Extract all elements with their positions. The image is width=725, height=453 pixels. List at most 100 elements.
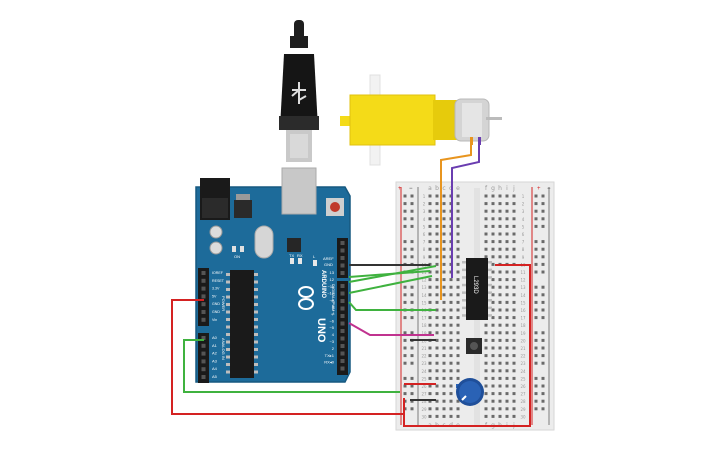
- bb-rail-hole[interactable]: [410, 331, 414, 335]
- bb-hole[interactable]: [512, 414, 516, 418]
- bb-hole[interactable]: [442, 384, 446, 388]
- bb-hole[interactable]: [428, 323, 432, 327]
- bb-hole[interactable]: [498, 384, 502, 388]
- bb-hole[interactable]: [456, 376, 460, 380]
- bb-rail-hole[interactable]: [410, 247, 414, 251]
- bb-hole[interactable]: [428, 354, 432, 358]
- bb-hole[interactable]: [505, 194, 509, 198]
- digital-header-bottom[interactable]: [337, 281, 348, 375]
- bb-rail-hole[interactable]: [534, 316, 538, 320]
- bb-hole[interactable]: [505, 338, 509, 342]
- wire-motor-a[interactable]: [440, 143, 472, 300]
- bb-hole[interactable]: [484, 369, 488, 373]
- bb-hole[interactable]: [484, 255, 488, 259]
- bb-hole[interactable]: [498, 376, 502, 380]
- bb-rail-hole[interactable]: [403, 285, 407, 289]
- header-hole[interactable]: [201, 317, 206, 322]
- bb-hole[interactable]: [491, 399, 495, 403]
- bb-rail-hole[interactable]: [541, 202, 545, 206]
- bb-hole[interactable]: [442, 300, 446, 304]
- bb-hole[interactable]: [428, 407, 432, 411]
- bb-hole[interactable]: [491, 384, 495, 388]
- bb-rail-hole[interactable]: [541, 255, 545, 259]
- bb-hole[interactable]: [435, 255, 439, 259]
- bb-hole[interactable]: [491, 278, 495, 282]
- bb-hole[interactable]: [449, 293, 453, 297]
- wire-pin12[interactable]: [348, 265, 437, 283]
- bb-hole[interactable]: [435, 293, 439, 297]
- bb-hole[interactable]: [484, 217, 488, 221]
- bb-hole[interactable]: [505, 414, 509, 418]
- bb-hole[interactable]: [491, 224, 495, 228]
- bb-hole[interactable]: [491, 209, 495, 213]
- bb-hole[interactable]: [512, 346, 516, 350]
- header-hole[interactable]: [201, 336, 206, 340]
- bb-hole[interactable]: [456, 270, 460, 274]
- bb-hole[interactable]: [428, 247, 432, 251]
- bb-rail-hole[interactable]: [534, 361, 538, 365]
- bb-hole[interactable]: [442, 392, 446, 396]
- bb-hole[interactable]: [456, 361, 460, 365]
- bb-hole[interactable]: [449, 323, 453, 327]
- bb-hole[interactable]: [491, 217, 495, 221]
- bb-hole[interactable]: [435, 316, 439, 320]
- bb-hole[interactable]: [498, 278, 502, 282]
- bb-hole[interactable]: [442, 308, 446, 312]
- bb-hole[interactable]: [512, 338, 516, 342]
- bb-rail-hole[interactable]: [403, 361, 407, 365]
- bb-rail-hole[interactable]: [403, 194, 407, 198]
- bb-hole[interactable]: [456, 255, 460, 259]
- bb-hole[interactable]: [442, 262, 446, 266]
- bb-hole[interactable]: [456, 224, 460, 228]
- bb-hole[interactable]: [435, 354, 439, 358]
- header-hole[interactable]: [340, 351, 345, 356]
- bb-hole[interactable]: [428, 285, 432, 289]
- bb-hole[interactable]: [484, 346, 488, 350]
- bb-hole[interactable]: [491, 308, 495, 312]
- bb-hole[interactable]: [512, 217, 516, 221]
- bb-hole[interactable]: [512, 361, 516, 365]
- bb-hole[interactable]: [512, 384, 516, 388]
- bb-hole[interactable]: [449, 331, 453, 335]
- bb-hole[interactable]: [498, 247, 502, 251]
- bb-hole[interactable]: [435, 224, 439, 228]
- bb-hole[interactable]: [498, 346, 502, 350]
- bb-rail-hole[interactable]: [534, 262, 538, 266]
- header-hole[interactable]: [340, 263, 345, 268]
- bb-rail-hole[interactable]: [410, 407, 414, 411]
- bb-rail-hole[interactable]: [410, 194, 414, 198]
- bb-hole[interactable]: [491, 194, 495, 198]
- bb-hole[interactable]: [428, 194, 432, 198]
- bb-rail-hole[interactable]: [541, 240, 545, 244]
- bb-hole[interactable]: [456, 232, 460, 236]
- bb-hole[interactable]: [512, 323, 516, 327]
- bb-hole[interactable]: [505, 331, 509, 335]
- bb-hole[interactable]: [442, 209, 446, 213]
- header-hole[interactable]: [340, 271, 345, 275]
- bb-rail-hole[interactable]: [410, 293, 414, 297]
- bb-hole[interactable]: [505, 392, 509, 396]
- bb-hole[interactable]: [435, 300, 439, 304]
- bb-rail-hole[interactable]: [403, 331, 407, 335]
- bb-hole[interactable]: [498, 240, 502, 244]
- bb-hole[interactable]: [505, 384, 509, 388]
- bb-rail-hole[interactable]: [410, 255, 414, 259]
- bb-hole[interactable]: [505, 369, 509, 373]
- bb-rail-hole[interactable]: [410, 316, 414, 320]
- bb-hole[interactable]: [484, 224, 488, 228]
- bb-rail-hole[interactable]: [534, 331, 538, 335]
- bb-hole[interactable]: [442, 376, 446, 380]
- bb-hole[interactable]: [435, 270, 439, 274]
- bb-hole[interactable]: [449, 414, 453, 418]
- bb-rail-hole[interactable]: [403, 224, 407, 228]
- bb-hole[interactable]: [505, 270, 509, 274]
- bb-hole[interactable]: [456, 240, 460, 244]
- bb-hole[interactable]: [435, 240, 439, 244]
- header-hole[interactable]: [340, 336, 345, 341]
- bb-hole[interactable]: [491, 323, 495, 327]
- bb-rail-hole[interactable]: [541, 209, 545, 213]
- bb-rail-hole[interactable]: [541, 224, 545, 228]
- header-hole[interactable]: [340, 306, 345, 311]
- bb-hole[interactable]: [428, 392, 432, 396]
- bb-hole[interactable]: [442, 224, 446, 228]
